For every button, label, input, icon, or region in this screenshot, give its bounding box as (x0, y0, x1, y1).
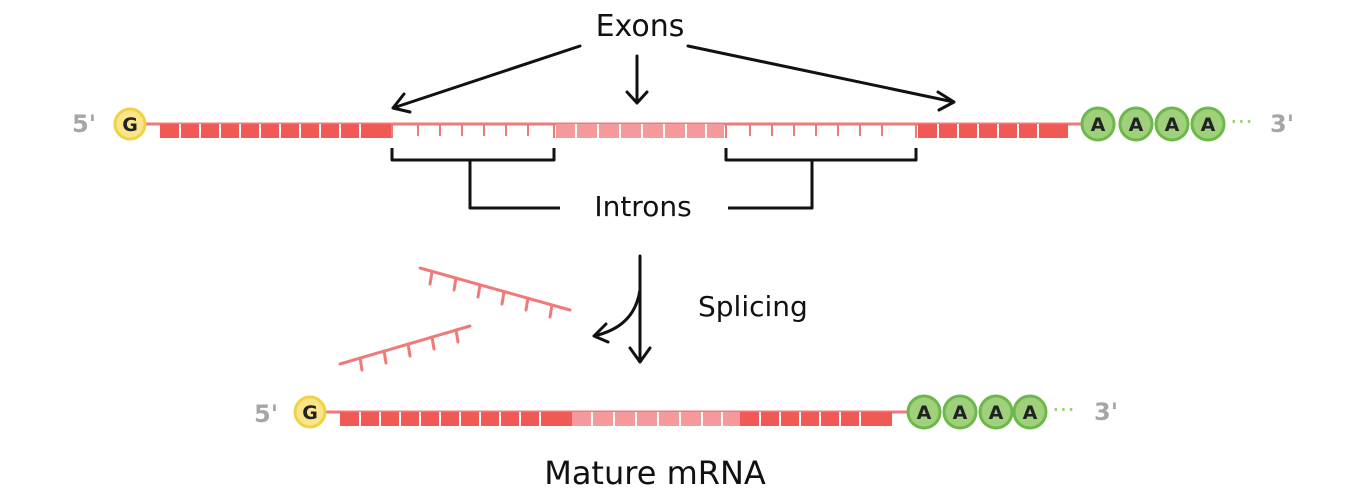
mature-exon-3 (740, 412, 892, 426)
pre-mrna-tail-letter: A (1091, 114, 1106, 136)
pre-mrna-cap-letter: G (122, 114, 138, 136)
mature-mrna-tail-letter: A (989, 402, 1004, 424)
exon-arrow-left (391, 44, 582, 114)
mature-exon-1 (340, 412, 572, 426)
mature-mrna-3prime-label: 3' (1094, 398, 1118, 426)
mature-mrna-cap-letter: G (302, 402, 318, 424)
pre-mrna-3prime-label: 3' (1270, 110, 1294, 138)
mature-mrna-tail-dots: ··· (1052, 396, 1075, 424)
exon-2 (556, 124, 724, 138)
excised-intron-upper (418, 266, 572, 319)
mature-mrna-tail-letter: A (917, 402, 932, 424)
mature-mrna-ticks (359, 412, 861, 426)
pre-mrna: 5' (72, 106, 1294, 142)
mature-mrna-polya-tail: A A A A ··· (906, 394, 1075, 430)
introns-bracket (390, 148, 918, 210)
pre-mrna-tail-letter: A (1129, 114, 1144, 136)
mature-mrna-5prime-label: 5' (254, 400, 278, 428)
exon-3-ticks (937, 124, 1039, 138)
exons-label: Exons (596, 9, 685, 44)
exon-arrow-right (686, 44, 956, 112)
mature-mrna-tail-letter: A (953, 402, 968, 424)
mature-exon-2 (572, 412, 740, 426)
pre-mrna-polya-tail: A A A A ··· (1080, 106, 1253, 142)
exon-1-ticks (179, 124, 361, 138)
intron-2 (725, 124, 917, 138)
exon-arrow-middle (625, 54, 649, 105)
exon-arrows (391, 44, 956, 114)
exon-3 (918, 124, 1068, 138)
splicing-label: Splicing (698, 290, 808, 323)
excised-intron-lower (338, 324, 472, 372)
pre-mrna-tail-letter: A (1165, 114, 1180, 136)
mature-mrna-tail-letter: A (1023, 402, 1038, 424)
intron-1 (391, 124, 555, 138)
exon-1 (160, 124, 392, 138)
splicing-arrow (592, 254, 652, 364)
pre-mrna-tail-letter: A (1201, 114, 1216, 136)
introns-label: Introns (594, 190, 691, 223)
exon-2-ticks (575, 124, 707, 138)
mature-mrna: 5' G A A (254, 394, 1118, 430)
mature-mrna-label: Mature mRNA (544, 454, 766, 492)
pre-mrna-tail-dots: ··· (1230, 108, 1253, 136)
pre-mrna-5prime-label: 5' (72, 110, 96, 138)
pre-mrna-5prime-cap: G (113, 107, 147, 141)
mature-mrna-5prime-cap: G (293, 395, 327, 429)
